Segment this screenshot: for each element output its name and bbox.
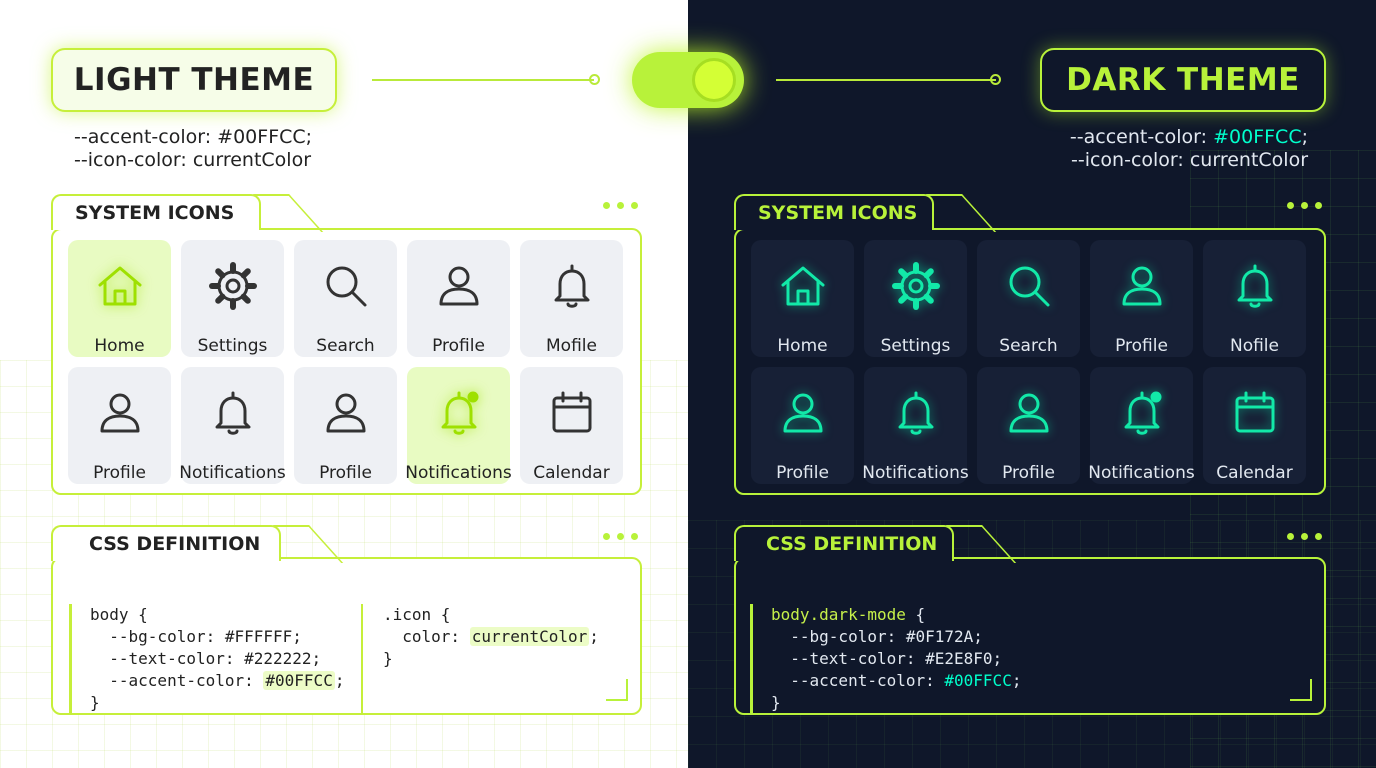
icon-tile-home[interactable]: Home	[751, 240, 854, 357]
icon-tile-profile[interactable]: Profile	[977, 367, 1080, 484]
icon-tile-profile[interactable]: Profile	[68, 367, 171, 484]
dark-code-block: body.dark-mode { --bg-color: #0F172A; --…	[750, 604, 1021, 714]
light-code-block-body: body { --bg-color: #FFFFFF; --text-color…	[69, 604, 344, 714]
user-icon	[320, 387, 372, 443]
search-icon	[1003, 260, 1055, 316]
dark-var-icon: --icon-color: currentColor	[1071, 149, 1308, 171]
gear-icon	[890, 260, 942, 316]
icon-tile-settings[interactable]: Settings	[864, 240, 967, 357]
icon-tile-calendar[interactable]: Calendar	[520, 367, 623, 484]
icon-tile-home[interactable]: Home	[68, 240, 171, 357]
calendar-icon	[1229, 387, 1281, 443]
search-icon	[320, 260, 372, 316]
icon-tile-label: Settings	[880, 336, 951, 356]
light-connector-line	[372, 79, 594, 81]
icon-tile-label: Home	[777, 336, 828, 356]
icon-tile-search[interactable]: Search	[977, 240, 1080, 357]
icon-tile-search[interactable]: Search	[294, 240, 397, 357]
bell-badge-icon	[1116, 387, 1168, 443]
icon-tile-notifications[interactable]: Notifications	[862, 367, 969, 484]
light-css-vars: --accent-color: #00FFCC; --icon-color: c…	[74, 126, 312, 172]
icon-tile-profile[interactable]: Profile	[294, 367, 397, 484]
home-icon	[94, 260, 146, 316]
gear-icon	[207, 260, 259, 316]
light-connector-dot	[589, 74, 600, 85]
dark-css-panel-body: body.dark-mode { --bg-color: #0F172A; --…	[734, 557, 1326, 715]
icon-tile-calendar[interactable]: Calendar	[1203, 367, 1306, 484]
icon-tile-notifications[interactable]: Notifications	[179, 367, 286, 484]
icon-tile-label: Profile	[1115, 336, 1168, 356]
icon-tile-label: Notifications	[862, 463, 969, 483]
light-css-panel-title: CSS DEFINITION	[51, 525, 281, 561]
icon-tile-label: Profile	[432, 336, 485, 356]
icon-tile-profile[interactable]: Profile	[407, 240, 510, 357]
theme-toggle-switch[interactable]	[632, 52, 744, 108]
bell-icon	[546, 260, 598, 316]
icon-tile-label: Calendar	[533, 463, 610, 483]
user-icon	[1116, 260, 1168, 316]
user-icon	[1003, 387, 1055, 443]
icon-tile-label: Settings	[197, 336, 268, 356]
home-icon	[777, 260, 829, 316]
icon-tile-label: Search	[999, 336, 1058, 356]
dark-theme-title: DARK THEME	[1040, 48, 1326, 112]
dark-connector-line	[776, 79, 996, 81]
light-code-block-icon: .icon { color: currentColor; }	[361, 604, 599, 714]
icon-tile-label: Calendar	[1216, 463, 1293, 483]
corner-bracket-icon	[606, 679, 628, 701]
bell-icon	[207, 387, 259, 443]
light-css-definition-panel: body { --bg-color: #FFFFFF; --text-color…	[51, 525, 642, 715]
bell-badge-icon	[433, 387, 485, 443]
user-icon	[777, 387, 829, 443]
icon-tile-settings[interactable]: Settings	[181, 240, 284, 357]
toggle-knob[interactable]	[692, 58, 736, 102]
light-css-panel-body: body { --bg-color: #FFFFFF; --text-color…	[51, 557, 642, 715]
icon-tile-label: Notifications	[179, 463, 286, 483]
icon-tile-nofile[interactable]: Nofile	[1203, 240, 1306, 357]
dark-css-vars: --accent-color: #00FFCC; --icon-color: c…	[1040, 126, 1308, 172]
dark-connector-dot	[990, 74, 1001, 85]
icon-tile-label: Notifications	[1088, 463, 1195, 483]
icon-tile-label: Profile	[319, 463, 372, 483]
icon-tile-label: Notifications	[405, 463, 512, 483]
panel-dots-icon	[603, 202, 638, 209]
icon-tile-label: Profile	[1002, 463, 1055, 483]
icon-tile-label: Search	[316, 336, 375, 356]
light-theme-title: LIGHT THEME	[51, 48, 337, 112]
icon-tile-profile[interactable]: Profile	[751, 367, 854, 484]
icon-tile-label: Profile	[93, 463, 146, 483]
panel-dots-icon	[1287, 533, 1322, 540]
dark-css-panel-title: CSS DEFINITION	[734, 525, 954, 561]
icon-tile-profile[interactable]: Profile	[1090, 240, 1193, 357]
panel-dots-icon	[1287, 202, 1322, 209]
icon-tile-label: Nofile	[1229, 336, 1279, 356]
light-var-accent: --accent-color: #00FFCC;	[74, 126, 313, 148]
light-var-icon: --icon-color: currentColor	[74, 149, 311, 171]
icon-tile-label: Profile	[776, 463, 829, 483]
user-icon	[433, 260, 485, 316]
bell-icon	[890, 387, 942, 443]
icon-tile-label: Home	[94, 336, 145, 356]
icon-tile-label: Mofile	[546, 336, 597, 356]
icon-tile-notifications[interactable]: Notifications	[405, 367, 512, 484]
dark-css-definition-panel: body.dark-mode { --bg-color: #0F172A; --…	[734, 525, 1326, 715]
dark-icons-panel-title: SYSTEM ICONS	[734, 194, 934, 230]
light-icons-panel-title: SYSTEM ICONS	[51, 194, 261, 230]
bell-icon	[1229, 260, 1281, 316]
icon-tile-notifications[interactable]: Notifications	[1088, 367, 1195, 484]
panel-dots-icon	[603, 533, 638, 540]
icon-tile-mofile[interactable]: Mofile	[520, 240, 623, 357]
corner-bracket-icon	[1290, 679, 1312, 701]
dark-var-accent: --accent-color: #00FFCC;	[1069, 126, 1308, 148]
calendar-icon	[546, 387, 598, 443]
user-icon	[94, 387, 146, 443]
